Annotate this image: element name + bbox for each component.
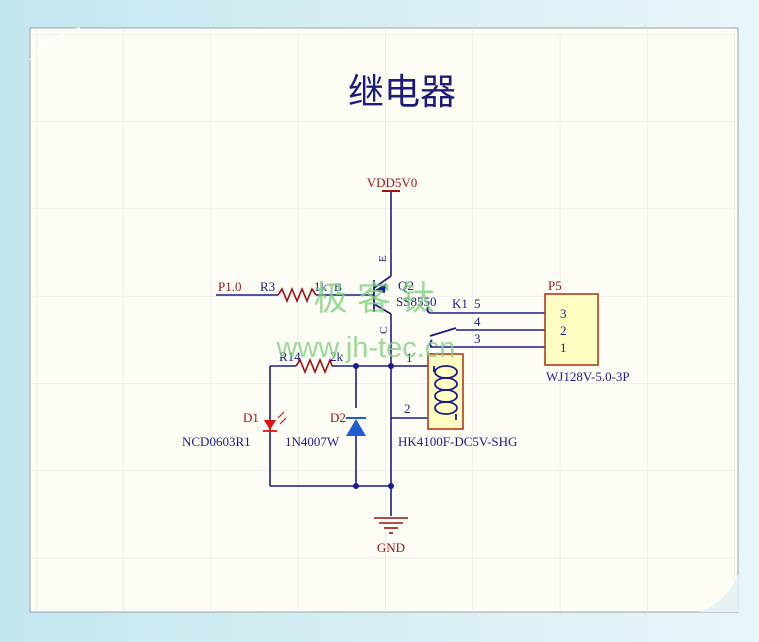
diode-d2 — [346, 417, 366, 436]
gnd-net-label: GND — [377, 540, 405, 555]
r14-value: 2k — [330, 349, 344, 364]
r3-value: 1k — [314, 279, 328, 294]
transistor-q2 — [373, 275, 392, 315]
vdd-power-symbol: VDD5V0 — [367, 175, 418, 192]
watermark-cn: 极 客 钛 — [314, 280, 435, 318]
page-title: 继电器 — [348, 72, 456, 113]
resistor-r14 — [295, 357, 333, 375]
watermark-url: www.jh-tec.cn — [276, 332, 456, 364]
q2-pin-b: B — [334, 280, 342, 294]
d1-ref: D1 — [243, 410, 259, 425]
k1-pin-1: 1 — [406, 350, 413, 365]
k1-value: HK4100F-DC5V-SHG — [398, 434, 517, 449]
p5-pin-3: 3 — [560, 306, 567, 321]
d2-value: 1N4007W — [285, 434, 340, 449]
wires — [216, 191, 545, 516]
resistor-r3 — [277, 286, 317, 304]
relay-k1 — [426, 306, 464, 430]
d1-value: NCD0603R1 — [182, 434, 251, 449]
q2-pin-c: C — [378, 327, 390, 334]
k1-pin-2: 2 — [404, 401, 411, 416]
p5-pin-2: 2 — [560, 323, 567, 338]
p5-value: WJ128V-5.0-3P — [546, 369, 630, 384]
vdd-net-label: VDD5V0 — [367, 175, 418, 190]
k1-ref: K1 — [452, 296, 468, 311]
connector-p5 — [544, 293, 599, 366]
q2-ref: Q2 — [398, 278, 414, 293]
gnd-symbol — [374, 517, 408, 534]
input-net-label: P1.0 — [218, 279, 241, 294]
junction-dots — [353, 363, 394, 489]
q2-pin-e: E — [377, 255, 389, 262]
d2-ref: D2 — [330, 410, 346, 425]
led-d1 — [263, 411, 287, 432]
q2-value: SS8550 — [396, 294, 436, 309]
r14-ref: R14 — [279, 349, 301, 364]
k1-pin-3: 3 — [474, 331, 481, 346]
r3-ref: R3 — [260, 279, 275, 294]
watermark: 极 客 钛 www.jh-tec.cn — [276, 280, 456, 364]
k1-pin-5: 5 — [474, 296, 481, 311]
k1-pin-4: 4 — [474, 314, 481, 329]
p5-ref: P5 — [548, 278, 562, 293]
p5-pin-1: 1 — [560, 340, 567, 355]
